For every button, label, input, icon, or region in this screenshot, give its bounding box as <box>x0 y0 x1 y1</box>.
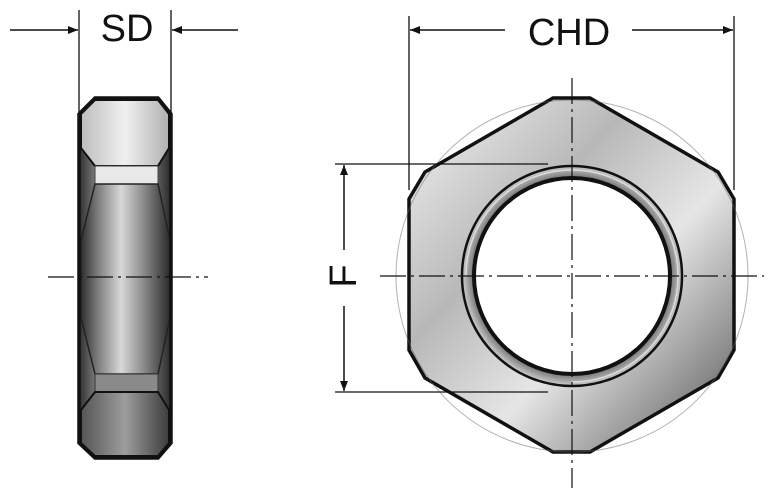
side-view-lower-band <box>94 373 159 393</box>
side-view-center-flat <box>80 183 171 375</box>
sd-dimension: SD <box>10 8 238 112</box>
side-view-upper-band <box>94 165 159 185</box>
side-view-bottom-chamfer <box>80 391 170 457</box>
side-view-nut <box>48 96 208 460</box>
front-view-thread-arc <box>465 169 679 383</box>
chd-dimension: CHD <box>408 12 735 190</box>
sd-label: SD <box>101 8 154 50</box>
side-view-top-chamfer <box>80 99 170 167</box>
front-view-nut <box>380 78 764 488</box>
f-dimension: F <box>323 163 548 393</box>
f-label: F <box>323 264 365 287</box>
side-view-outline <box>77 96 173 460</box>
chd-label: CHD <box>528 12 610 54</box>
